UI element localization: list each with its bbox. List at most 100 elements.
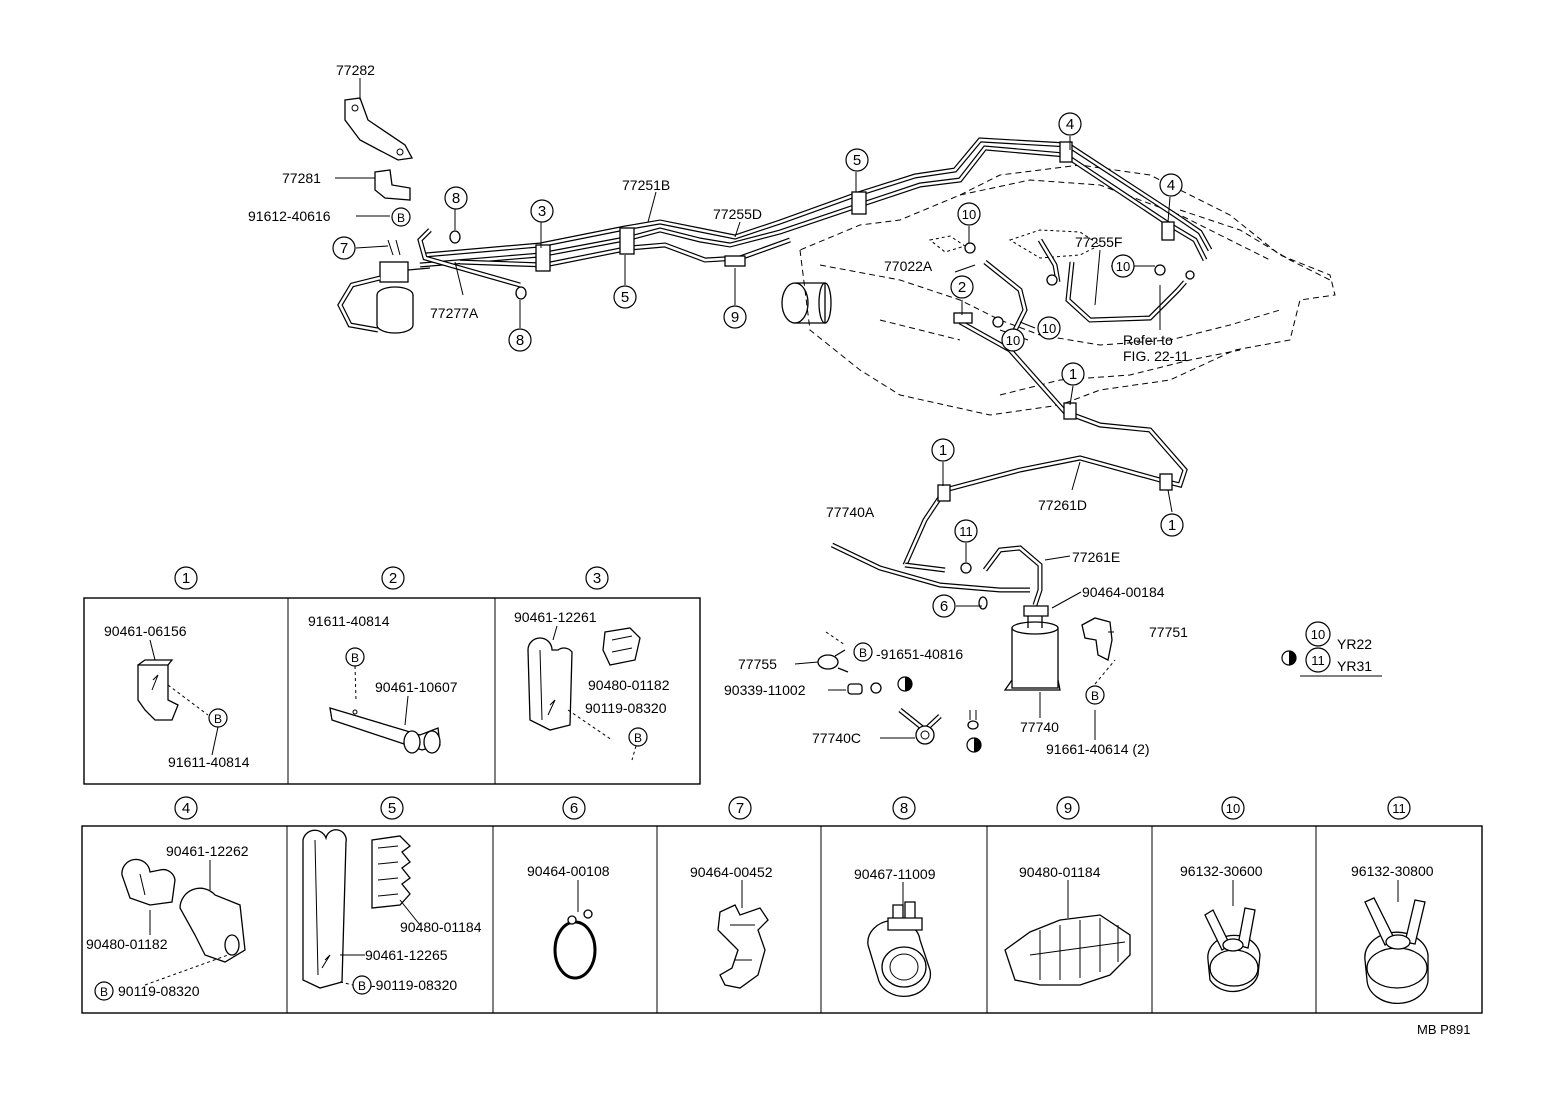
callout-10-legend: 10 <box>1305 621 1331 647</box>
svg-text:90480-01182: 90480-01182 <box>86 936 168 952</box>
svg-text:11: 11 <box>1311 653 1325 668</box>
label-77755: 77755 <box>738 656 777 672</box>
svg-text:90461-12262: 90461-12262 <box>166 843 249 859</box>
part-labels: 77282 77281 91612-40616 77277A 77251B 77… <box>248 62 1470 1037</box>
label-77751: 77751 <box>1149 624 1188 640</box>
svg-text:90119-08320: 90119-08320 <box>585 700 667 716</box>
callout-11-legend: 11 <box>1305 647 1331 673</box>
svg-text:10: 10 <box>1006 333 1020 348</box>
callout-1-c: 1 <box>1160 513 1184 537</box>
svg-text:B: B <box>214 712 222 726</box>
callout-10-a: 10 <box>957 202 981 226</box>
detail-box-8: 8 90467-11009 <box>854 796 936 998</box>
canister-77740 <box>1003 605 1061 691</box>
leader-lines <box>335 78 1382 740</box>
pipe-clamps <box>535 141 1175 502</box>
svg-text:10: 10 <box>962 207 976 222</box>
svg-text:90480-01182: 90480-01182 <box>588 677 670 693</box>
callout-4-left: 4 <box>1058 112 1082 136</box>
svg-text:90461-06156: 90461-06156 <box>104 623 187 639</box>
vsv-assembly <box>337 239 431 334</box>
callout-1-b: 1 <box>931 438 955 462</box>
valve-90339 <box>847 682 882 695</box>
detail-box-11: 11 96132-30800 <box>1351 796 1434 1005</box>
svg-text:90480-01184: 90480-01184 <box>1019 864 1101 880</box>
svg-text:2: 2 <box>389 570 397 587</box>
svg-text:B: B <box>351 651 359 665</box>
svg-text:B: B <box>634 731 642 745</box>
callout-10-c: 10 <box>1037 316 1061 340</box>
callouts-main: 7 8 8 3 5 9 5 10 2 4 4 10 10 10 1 1 1 11… <box>332 112 1331 705</box>
label-77740: 77740 <box>1020 719 1059 735</box>
svg-text:90461-10607: 90461-10607 <box>375 679 458 695</box>
callout-5-right: 5 <box>845 148 869 172</box>
svg-text:10: 10 <box>1226 801 1240 816</box>
svg-text:B: B <box>358 979 366 993</box>
label-91651-40816: -91651-40816 <box>876 646 963 662</box>
detail-box-1: 1 90461-06156 91611-40814 B <box>104 566 250 770</box>
label-77277A: 77277A <box>430 305 479 321</box>
label-yr31: YR31 <box>1337 658 1372 674</box>
svg-text:4: 4 <box>182 800 190 817</box>
callout-4-right: 4 <box>1159 173 1183 197</box>
svg-text:3: 3 <box>538 203 546 220</box>
label-90339-11002: 90339-11002 <box>724 682 806 698</box>
callout-7: 7 <box>332 236 356 260</box>
label-77261E: 77261E <box>1072 549 1120 565</box>
callout-3-top: 3 <box>530 199 554 223</box>
svg-text:1: 1 <box>939 442 947 459</box>
svg-text:8: 8 <box>516 332 524 349</box>
svg-text:8: 8 <box>452 190 460 207</box>
callout-1-a: 1 <box>1061 362 1085 386</box>
bolt-mark-a: B <box>391 207 411 227</box>
svg-text:5: 5 <box>621 289 629 306</box>
svg-text:1: 1 <box>1069 366 1077 383</box>
detail-box-10: 10 96132-30600 <box>1180 796 1263 993</box>
svg-text:90119-08320: 90119-08320 <box>118 983 200 999</box>
label-77281: 77281 <box>282 170 321 186</box>
label-91612-40616: 91612-40616 <box>248 208 331 224</box>
svg-text:6: 6 <box>940 598 948 615</box>
svg-text:90480-01184: 90480-01184 <box>400 919 482 935</box>
svg-text:90464-00108: 90464-00108 <box>527 863 610 879</box>
small-clamps-top <box>449 230 1195 610</box>
svg-text:10: 10 <box>1042 321 1056 336</box>
label-77740A: 77740A <box>826 504 875 520</box>
svg-text:9: 9 <box>1064 800 1072 817</box>
label-91661-40614: 91661-40614 (2) <box>1046 741 1150 757</box>
svg-text:2: 2 <box>958 279 966 296</box>
svg-text:4: 4 <box>1167 177 1175 194</box>
svg-text:90467-11009: 90467-11009 <box>854 866 936 882</box>
callout-6-main: 6 <box>932 594 956 618</box>
label-77251B: 77251B <box>622 177 670 193</box>
bracket-77282 <box>344 97 414 161</box>
label-refer-line2: FIG. 22-11 <box>1123 348 1189 364</box>
detail-box-4: 4 90461-12262 90480-01182 B 90119-08320 <box>86 796 249 1001</box>
label-77255D: 77255D <box>713 206 762 222</box>
detail-row-1: 1 90461-06156 91611-40814 B 2 91611-4081… <box>83 566 701 785</box>
svg-text:91611-40814: 91611-40814 <box>168 754 250 770</box>
label-77022A: 77022A <box>884 258 933 274</box>
svg-text:6: 6 <box>570 800 578 817</box>
label-77282: 77282 <box>336 62 375 78</box>
svg-text:1: 1 <box>182 570 190 587</box>
label-yr22: YR22 <box>1337 636 1372 652</box>
svg-text:90461-12265: 90461-12265 <box>365 947 448 963</box>
hose-77740C <box>898 708 942 745</box>
detail-box-2: 2 91611-40814 B 90461-10607 <box>308 566 458 754</box>
label-77740C: 77740C <box>812 730 861 746</box>
svg-text:-90119-08320: -90119-08320 <box>371 977 457 993</box>
callout-10-b: 10 <box>1111 254 1135 278</box>
callout-8-top: 8 <box>444 186 468 210</box>
svg-text:96132-30600: 96132-30600 <box>1180 863 1263 879</box>
svg-text:B: B <box>1091 689 1099 703</box>
callout-8-bottom: 8 <box>508 328 532 352</box>
figure-code: MB P891 <box>1417 1022 1470 1037</box>
detail-box-9: 9 90480-01184 <box>1004 796 1131 986</box>
svg-text:B: B <box>397 211 405 225</box>
svg-text:90461-12261: 90461-12261 <box>514 609 597 625</box>
callout-10-d: 10 <box>1001 328 1025 352</box>
bolt-mark-c: B <box>1085 685 1105 705</box>
bracket-77751 <box>1081 617 1113 661</box>
